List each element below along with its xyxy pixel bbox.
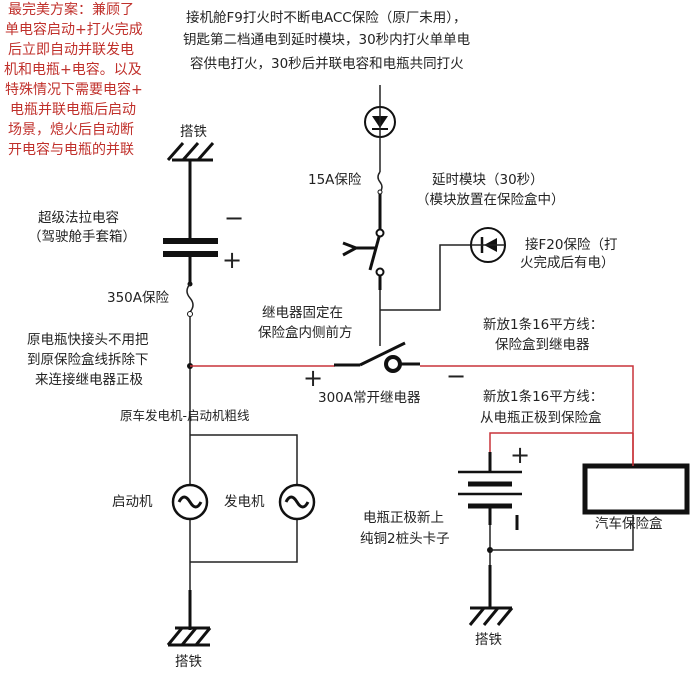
- svg-text:保险盒内侧前方: 保险盒内侧前方: [258, 324, 353, 341]
- svg-text:开电容与电瓶的并联: 开电容与电瓶的并联: [8, 141, 134, 158]
- svg-text:机和电瓶+电容。以及: 机和电瓶+电容。以及: [4, 61, 142, 78]
- svg-text:−: −: [224, 204, 244, 232]
- svg-text:（模块放置在保险盒中）: （模块放置在保险盒中）: [416, 191, 565, 208]
- svg-text:新放1条16平方线：: 新放1条16平方线：: [483, 316, 603, 333]
- svg-text:接F20保险（打: 接F20保险（打: [525, 236, 617, 253]
- svg-text:搭铁: 搭铁: [175, 654, 202, 670]
- svg-text:+: +: [222, 246, 242, 274]
- svg-text:−: −: [446, 362, 466, 390]
- svg-text:原车发电机-启动机粗线: 原车发电机-启动机粗线: [120, 408, 250, 423]
- fuse-350a-icon: [186, 281, 194, 317]
- plan-note: 最完美方案：兼顾了 单电容启动+打火完成 后立即自动并联发电 机和电瓶+电容。以…: [4, 1, 143, 158]
- svg-text:从电瓶正极到保险盒: 从电瓶正极到保险盒: [480, 409, 602, 426]
- svg-text:到原保险盒线拆除下: 到原保险盒线拆除下: [27, 351, 149, 368]
- ground-label: 搭铁: [180, 124, 207, 140]
- svg-text:单电容启动+打火完成: 单电容启动+打火完成: [5, 21, 143, 38]
- svg-text:+: +: [510, 441, 530, 469]
- svg-text:场景，熄火后自动断: 场景，熄火后自动断: [8, 121, 134, 138]
- capacitor-icon: [163, 238, 218, 257]
- svg-text:350A保险: 350A保险: [107, 290, 170, 306]
- svg-text:超级法拉电容: 超级法拉电容: [38, 209, 119, 226]
- svg-text:火完成后有电）: 火完成后有电）: [520, 255, 615, 271]
- diode-f20-icon: [470, 227, 506, 263]
- svg-text:后立即自动并联发电: 后立即自动并联发电: [8, 42, 134, 58]
- delay-switch-icon: [342, 228, 385, 277]
- diode-acc-icon: [364, 106, 396, 138]
- svg-text:汽车保险盒: 汽车保险盒: [595, 515, 663, 532]
- fuse-15a-icon: [377, 171, 383, 195]
- svg-text:启动机: 启动机: [112, 494, 153, 510]
- svg-text:搭铁: 搭铁: [475, 632, 502, 648]
- svg-text:保险盒到继电器: 保险盒到继电器: [495, 336, 590, 353]
- svg-text:特殊情况下需要电容+: 特殊情况下需要电容+: [5, 81, 143, 98]
- ground-icon: [166, 142, 215, 162]
- top-note: 接机舱F9打火时不断电ACC保险（原厂未用）， 钥匙第二档通电到延时模块，30秒…: [183, 9, 470, 72]
- ground-icon: [166, 626, 212, 647]
- svg-text:电瓶并联电瓶后启动: 电瓶并联电瓶后启动: [10, 102, 136, 118]
- svg-text:继电器固定在: 继电器固定在: [262, 305, 343, 321]
- svg-text:15A保险: 15A保险: [308, 172, 362, 188]
- fuse-box-icon: [582, 463, 690, 515]
- svg-text:+: +: [303, 364, 323, 392]
- generator-icon: [278, 483, 316, 521]
- svg-text:（驾驶舱手套箱）: （驾驶舱手套箱）: [28, 229, 136, 245]
- svg-text:发电机: 发电机: [224, 494, 265, 510]
- svg-text:原电瓶快接头不用把: 原电瓶快接头不用把: [27, 331, 149, 348]
- svg-text:来连接继电器正极: 来连接继电器正极: [35, 371, 143, 388]
- ground-icon: [468, 606, 514, 626]
- svg-text:300A常开继电器: 300A常开继电器: [318, 390, 421, 406]
- battery-icon: [458, 470, 522, 509]
- starter-icon: [171, 483, 209, 521]
- svg-text:新放1条16平方线：: 新放1条16平方线：: [483, 388, 603, 405]
- svg-text:电瓶正极新上: 电瓶正极新上: [363, 510, 444, 526]
- svg-text:延时模块（30秒）: 延时模块（30秒）: [432, 172, 544, 188]
- svg-text:最完美方案：兼顾了: 最完美方案：兼顾了: [8, 1, 134, 18]
- svg-text:纯铜2桩头卡子: 纯铜2桩头卡子: [360, 531, 450, 547]
- relay-icon: [334, 341, 420, 373]
- svg-text:钥匙第二档通电到延时模块，30秒内打火单单电: 钥匙第二档通电到延时模块，30秒内打火单单电: [183, 31, 470, 48]
- svg-text:容供电打火，30秒后并联电容和电瓶共同打火: 容供电打火，30秒后并联电容和电瓶共同打火: [190, 55, 464, 72]
- svg-text:接机舱F9打火时不断电ACC保险（原厂未用），: 接机舱F9打火时不断电ACC保险（原厂未用），: [186, 9, 466, 26]
